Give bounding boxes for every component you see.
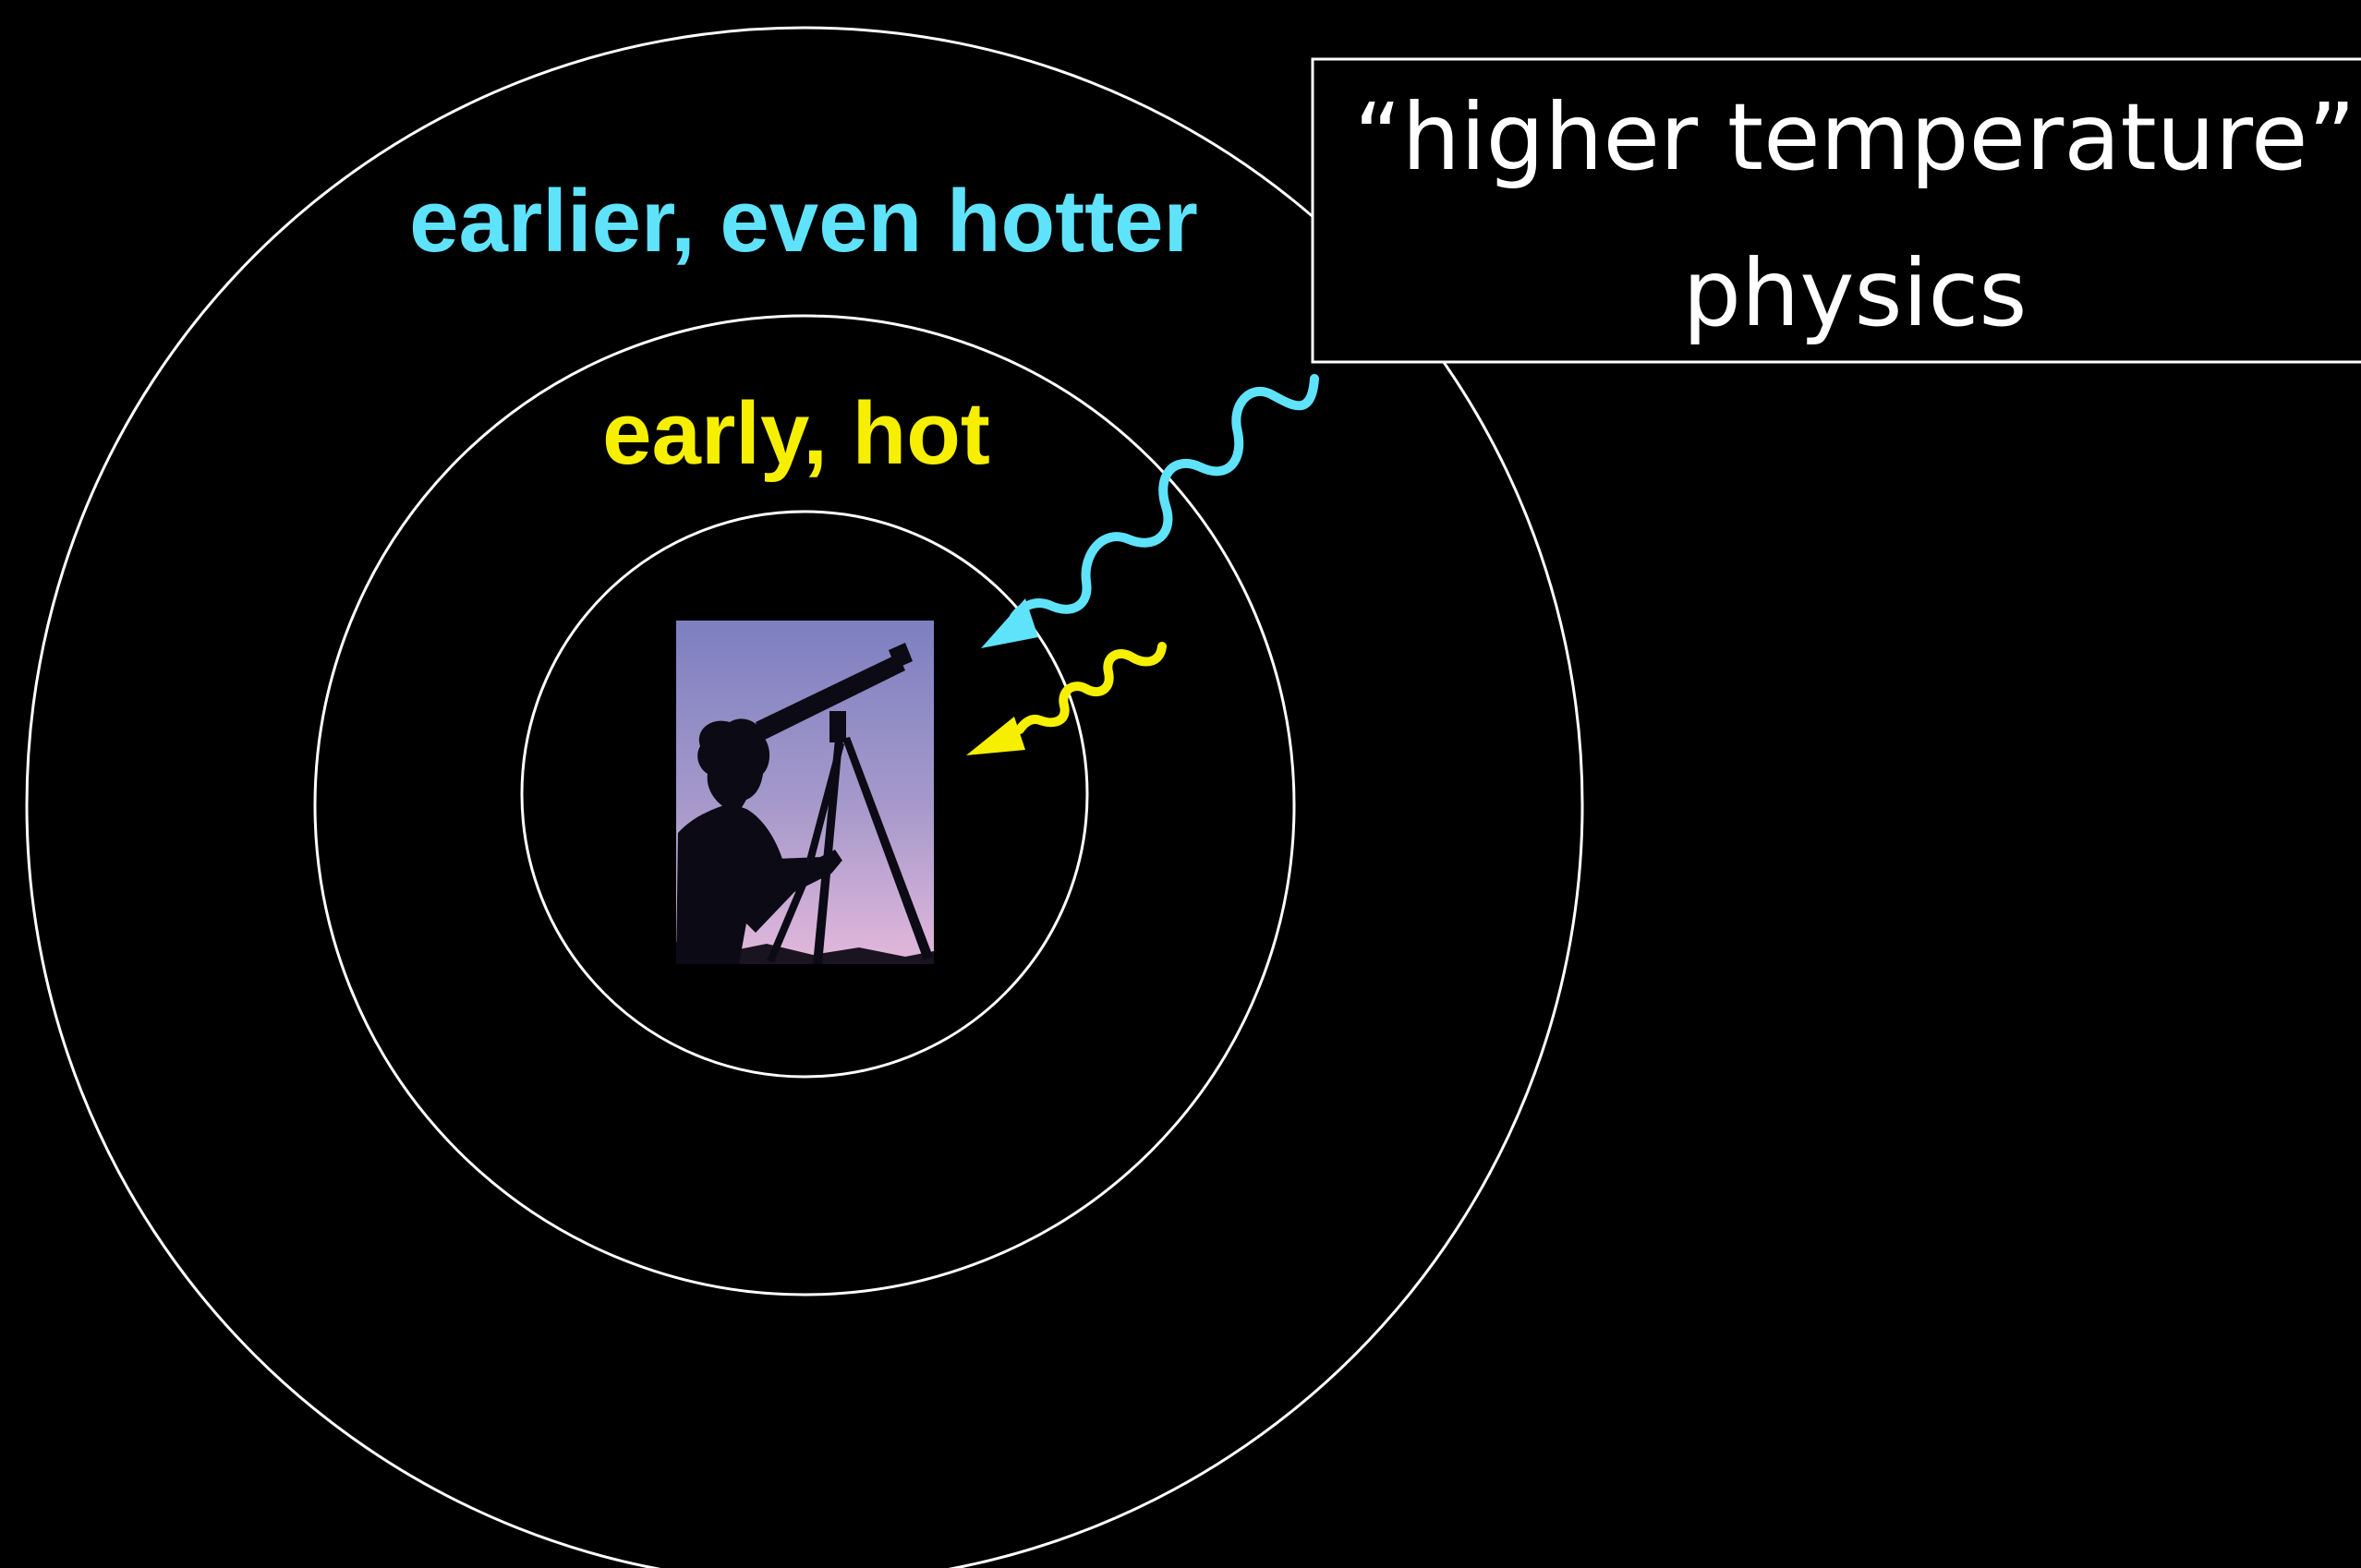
middle-shell-label: early, hot [602, 384, 990, 483]
outer-shell-label: earlier, even hotter [409, 172, 1198, 271]
inner-shell [520, 510, 1089, 1079]
box-label-line2: physics [1683, 239, 2028, 347]
cyan-photon-arrow [981, 374, 1319, 648]
yellow-photon-arrow [966, 642, 1167, 755]
astronomer-telescope-photo [676, 621, 934, 964]
box-label-line1: “higher temperature” [1354, 83, 2356, 191]
outer-shell [25, 26, 1584, 1568]
middle-shell [313, 314, 1296, 1297]
higher-temperature-physics-box: “higher temperature” physics [1311, 57, 2361, 364]
